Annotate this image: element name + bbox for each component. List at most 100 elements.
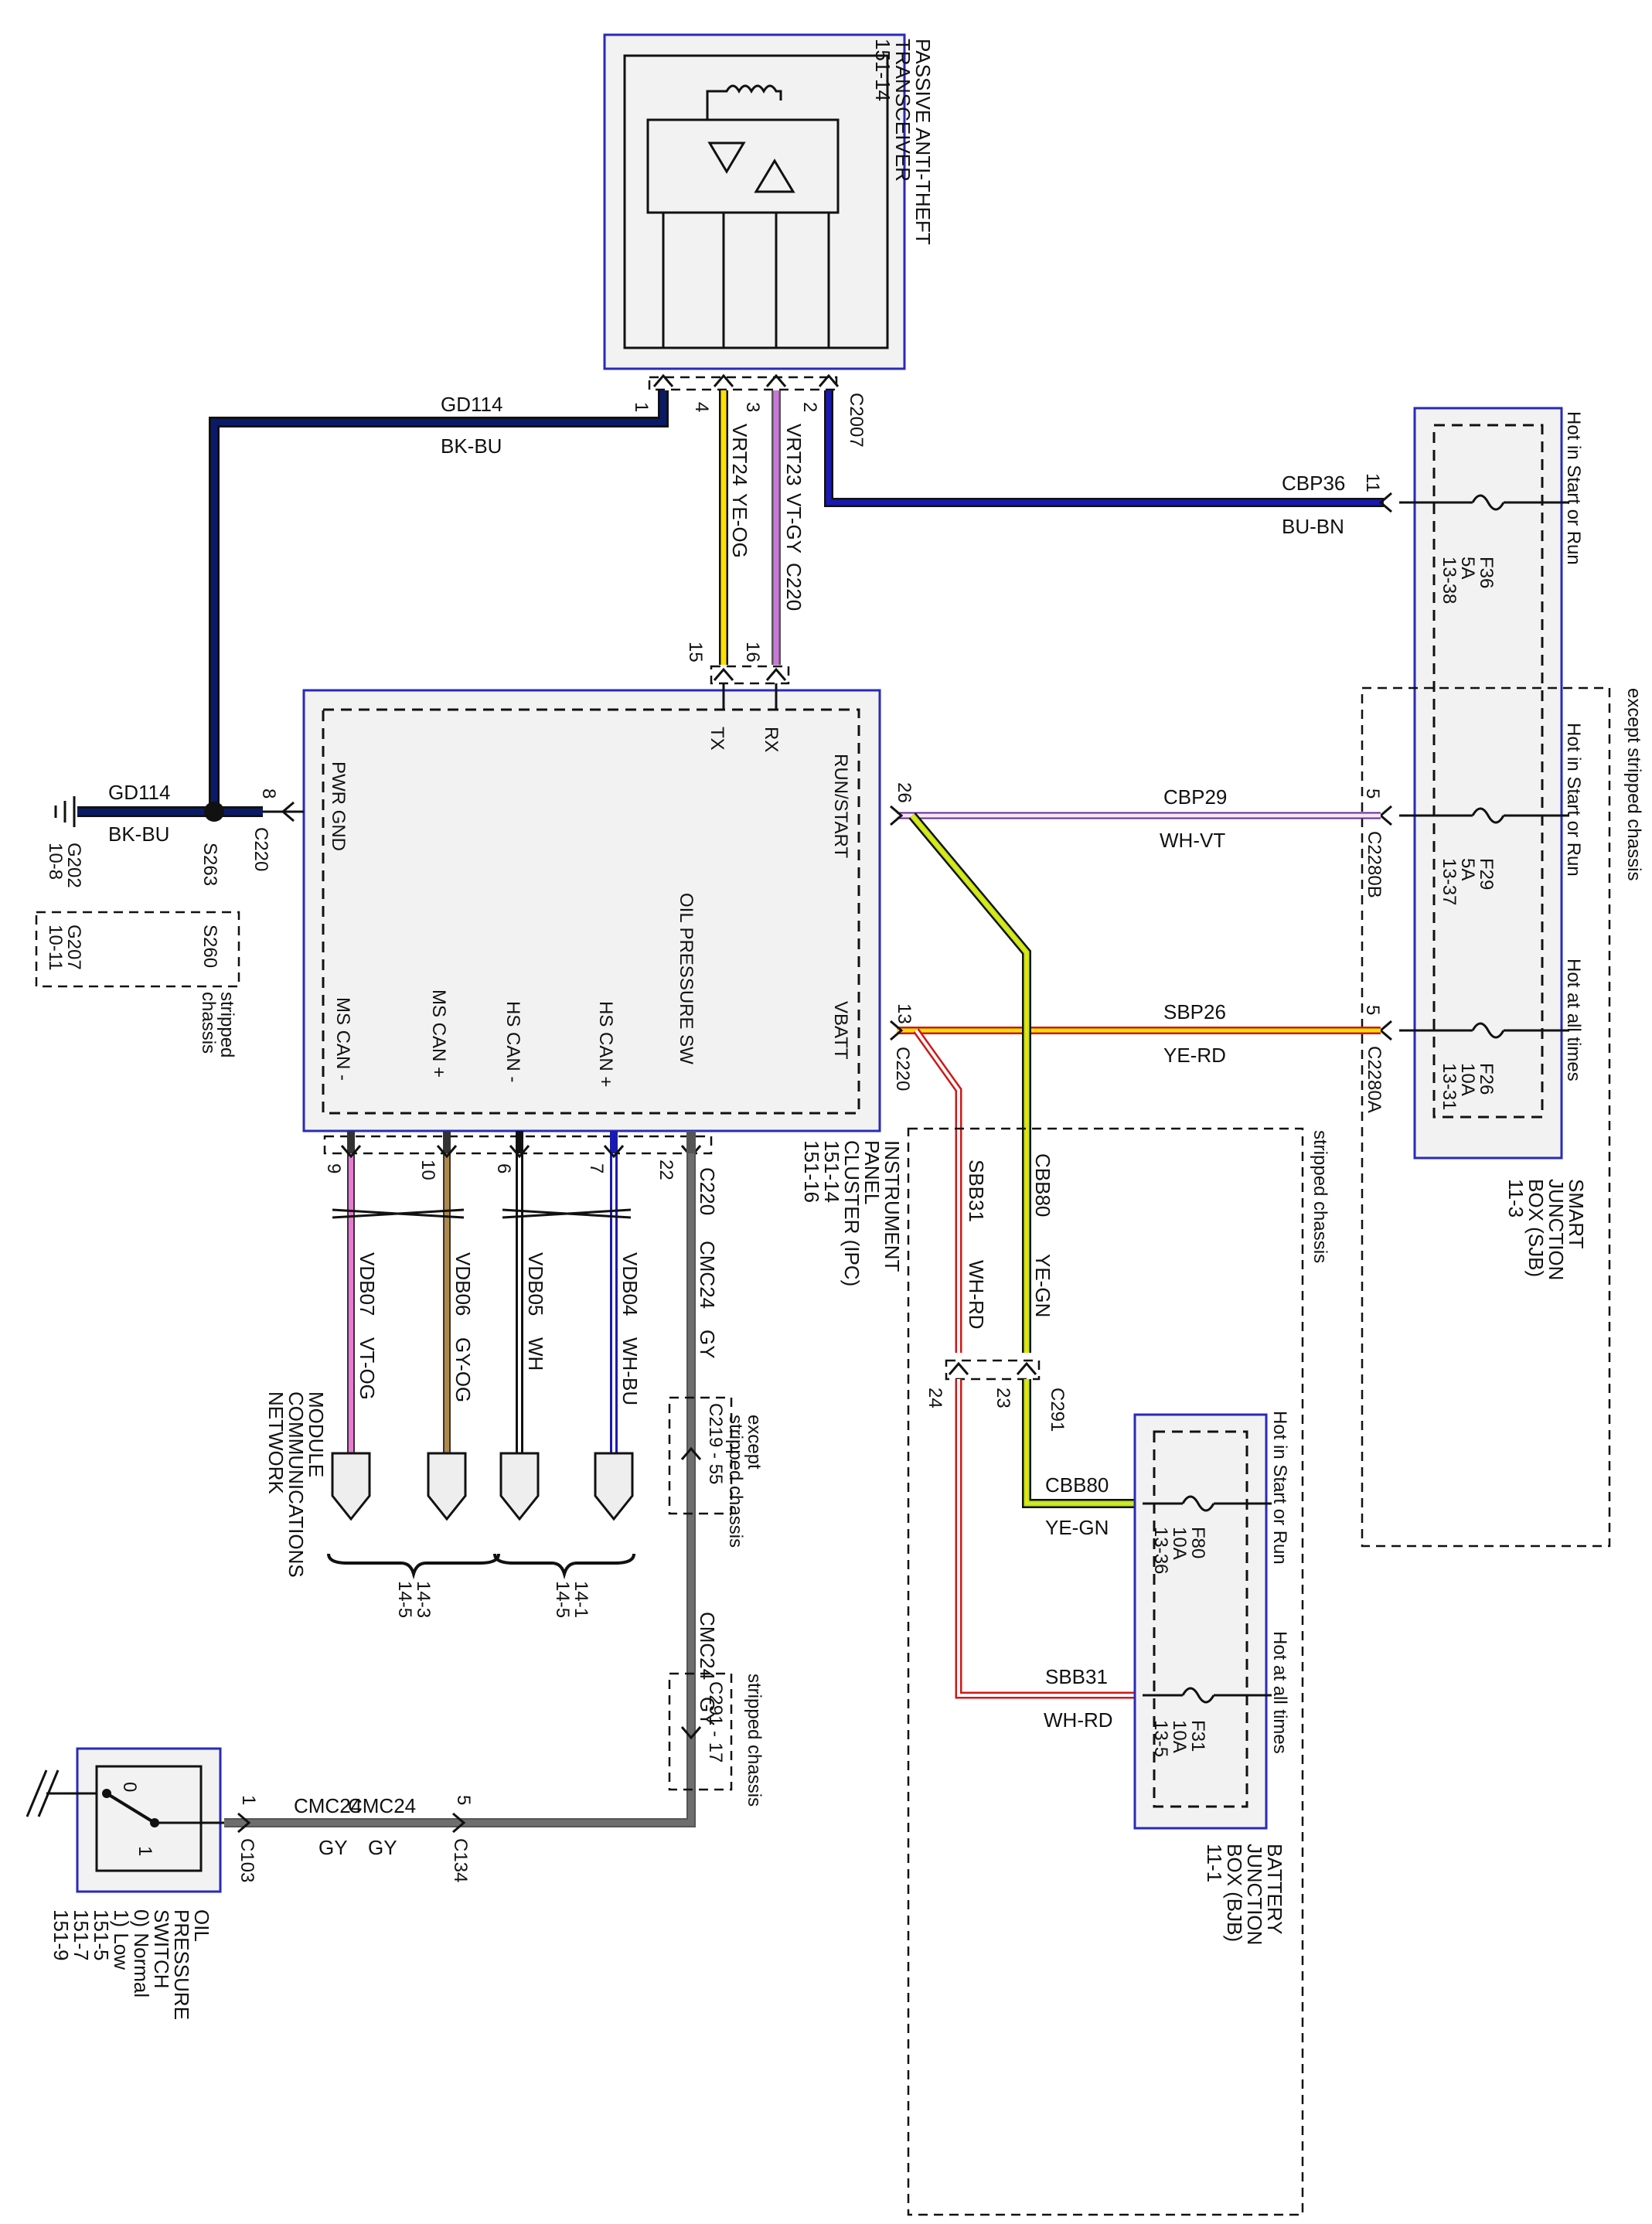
bjb-name: BATTERY: [1263, 1844, 1286, 1935]
svg-text:VT-OG: VT-OG: [356, 1337, 379, 1400]
svg-text:14-5: 14-5: [394, 1581, 415, 1618]
patt-ref: 151-14: [871, 39, 894, 101]
svg-text:14-5: 14-5: [552, 1581, 573, 1618]
svg-text:F80: F80: [1187, 1527, 1208, 1558]
svg-text:SWITCH: SWITCH: [150, 1909, 173, 1989]
c219-connector: [668, 1396, 733, 1515]
svg-text:13-5: 13-5: [1150, 1720, 1171, 1757]
svg-text:CMC24: CMC24: [348, 1794, 416, 1817]
c291-connector: 24 23 C291: [925, 1359, 1068, 1432]
svg-text:COMMUNICATIONS: COMMUNICATIONS: [284, 1391, 308, 1578]
svg-text:5: 5: [453, 1795, 474, 1805]
svg-text:GY: GY: [318, 1836, 348, 1859]
svg-text:CMC24: CMC24: [294, 1794, 362, 1817]
svg-text:JUNCTION: JUNCTION: [1243, 1844, 1266, 1945]
brace-icon: [327, 1553, 500, 1580]
svg-text:CBP29: CBP29: [1163, 785, 1227, 809]
svg-text:SBB31: SBB31: [965, 1160, 988, 1222]
svg-text:13-36: 13-36: [1150, 1527, 1171, 1574]
svg-text:BOX (BJB): BOX (BJB): [1223, 1844, 1246, 1942]
wire-sbb31-lower: SBB31 WH-RD: [955, 1379, 1143, 1732]
svg-text:VDB05: VDB05: [524, 1252, 547, 1316]
svg-text:0) Normal: 0) Normal: [130, 1909, 153, 1998]
coil-icon: [706, 84, 782, 120]
svg-text:C220: C220: [892, 1047, 913, 1091]
oil-pressure-switch: 0 1 OIL PRESSURE SWITCH 0) Normal 1) Low…: [26, 1747, 224, 2020]
svg-text:Hot in Start or Run: Hot in Start or Run: [1269, 1411, 1290, 1565]
svg-text:NETWORK: NETWORK: [264, 1391, 288, 1495]
svg-text:except stripped chassis: except stripped chassis: [1623, 688, 1644, 880]
transmit-triangle-icon: [754, 158, 795, 193]
wire-cbb80: CBB80 YE-GN: [908, 812, 1054, 1353]
ground-section: 8 GD114 BK-BU G202 10-8 S263 C220 G207 1…: [35, 781, 304, 1058]
ipc-module: TX RX PWR GND RUN/START VBATT OIL PRESSU…: [302, 683, 904, 1286]
svg-text:VDB07: VDB07: [356, 1252, 379, 1316]
svg-text:151-9: 151-9: [49, 1909, 73, 1961]
svg-text:10-8: 10-8: [45, 843, 66, 880]
svg-text:F36: F36: [1476, 557, 1497, 588]
tx-signal: TX: [707, 727, 727, 751]
svg-text:C220: C220: [782, 563, 806, 611]
svg-text:5A: 5A: [1457, 557, 1478, 579]
svg-text:5A: 5A: [1457, 858, 1478, 880]
svg-text:WH-RD: WH-RD: [965, 1260, 988, 1330]
svg-text:BK-BU: BK-BU: [441, 434, 502, 458]
c2007-connector: [648, 376, 838, 391]
svg-text:WH: WH: [524, 1337, 547, 1371]
svg-text:16: 16: [742, 642, 763, 662]
patt-name: PASSIVE ANTI-THEFT: [911, 39, 935, 245]
svg-text:WH-VT: WH-VT: [1160, 829, 1225, 852]
svg-text:13-37: 13-37: [1439, 858, 1460, 905]
svg-text:stripped chassis: stripped chassis: [744, 1674, 765, 1807]
svg-text:Hot at all times: Hot at all times: [1563, 959, 1584, 1081]
svg-text:CBB80: CBB80: [1031, 1153, 1054, 1217]
svg-text:except: except: [744, 1415, 765, 1470]
svg-text:C291 - 17: C291 - 17: [705, 1681, 726, 1763]
c291-17-connector: [668, 1672, 733, 1791]
switch-arm-icon: [105, 1792, 156, 1824]
svg-text:C134: C134: [450, 1838, 471, 1882]
svg-text:C220: C220: [696, 1167, 719, 1215]
svg-text:GY-OG: GY-OG: [451, 1337, 475, 1402]
svg-text:S260: S260: [199, 925, 220, 968]
svg-text:VRT24: VRT24: [728, 424, 751, 485]
svg-text:11-3: 11-3: [1504, 1179, 1528, 1218]
svg-text:3: 3: [742, 402, 763, 412]
svg-text:11-1: 11-1: [1203, 1844, 1226, 1882]
svg-text:24: 24: [925, 1388, 945, 1408]
svg-text:10: 10: [417, 1160, 438, 1180]
wire-cbp29: CBP29 WH-VT 26: [890, 782, 1381, 852]
oil-switch-name: OIL: [190, 1909, 213, 1942]
svg-text:10A: 10A: [1169, 1527, 1190, 1560]
svg-text:5: 5: [1362, 1005, 1383, 1015]
wire-sbp26: SBP26 YE-RD 13 C220: [890, 1000, 1381, 1091]
svg-text:10A: 10A: [1169, 1720, 1190, 1753]
except-stripped-region: [1361, 686, 1611, 1548]
svg-text:G202: G202: [63, 843, 84, 888]
run-start-signal: RUN/START: [830, 754, 851, 858]
svg-text:F31: F31: [1187, 1720, 1208, 1752]
svg-text:YE-OG: YE-OG: [728, 493, 751, 558]
svg-text:WH-BU: WH-BU: [618, 1337, 642, 1405]
svg-text:13-31: 13-31: [1439, 1063, 1460, 1110]
svg-text:GY: GY: [368, 1836, 397, 1859]
svg-text:BU-BN: BU-BN: [1282, 515, 1344, 538]
wire-sbb31: SBB31 WH-RD: [913, 1028, 988, 1353]
svg-text:stripped chassis: stripped chassis: [725, 1415, 746, 1548]
svg-text:YE-GN: YE-GN: [1045, 1516, 1109, 1539]
svg-text:151-7: 151-7: [70, 1909, 93, 1961]
svg-text:CBB80: CBB80: [1045, 1473, 1109, 1497]
svg-text:GD114: GD114: [441, 393, 502, 416]
patt-module: PASSIVE ANTI-THEFT TRANSCEIVER 151-14: [603, 33, 935, 370]
wire-cmc24: C220 CMC24 GY CMC24 GY C219 - 55 except …: [464, 1131, 765, 1827]
svg-text:CMC24: CMC24: [696, 1612, 719, 1680]
svg-text:S263: S263: [199, 843, 220, 886]
wire-vrt23: VRT23 VT-GY C220: [772, 390, 806, 665]
svg-text:SBP26: SBP26: [1163, 1000, 1226, 1023]
svg-text:C291: C291: [1047, 1388, 1068, 1432]
sjb-name: SMART: [1565, 1179, 1588, 1249]
c2007-label: C2007: [846, 393, 867, 448]
svg-text:VDB06: VDB06: [451, 1252, 475, 1316]
svg-text:4: 4: [691, 402, 712, 412]
svg-text:C103: C103: [237, 1838, 257, 1882]
